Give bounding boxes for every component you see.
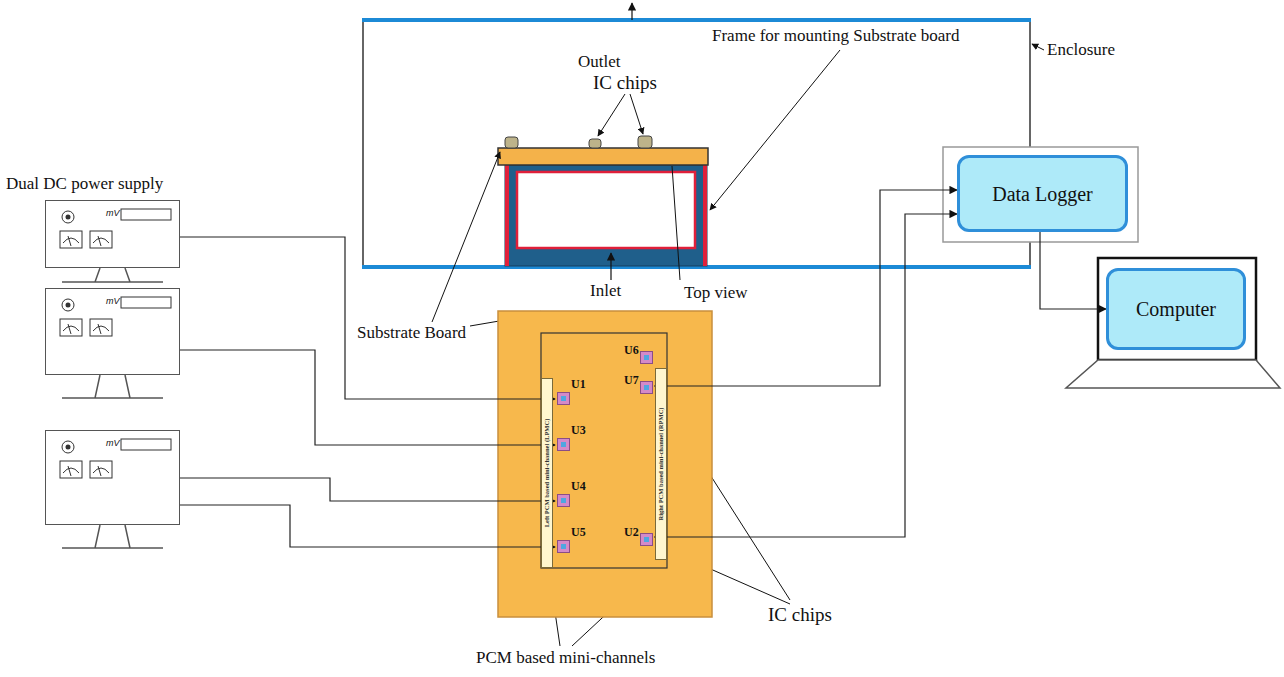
ic-chip: U7 bbox=[624, 372, 654, 398]
part-label: Substrate Board bbox=[357, 323, 466, 343]
part-label: Frame for mounting Substrate board bbox=[712, 26, 959, 46]
ic-chip bbox=[505, 137, 518, 148]
wire bbox=[180, 237, 555, 399]
enclosure bbox=[362, 20, 1031, 267]
channel-name: Left PCM based mini-channel (LPMC) bbox=[543, 419, 551, 528]
power-supply: Dual DC power supplymV bbox=[45, 200, 180, 268]
chip-id: U7 bbox=[624, 374, 639, 386]
ic-chip bbox=[589, 139, 601, 148]
chip-die bbox=[644, 537, 649, 542]
part-label: Inlet bbox=[590, 281, 621, 301]
display-unit: mV bbox=[106, 438, 120, 449]
box-label: Data Logger bbox=[992, 182, 1093, 205]
data-logger: Data Logger bbox=[957, 155, 1128, 232]
part-label: IC chips bbox=[593, 72, 657, 94]
chip-die bbox=[561, 442, 566, 447]
ic-chip: U2 bbox=[624, 524, 654, 550]
mounting-frame bbox=[505, 165, 707, 266]
computer-screen: Computer bbox=[1106, 268, 1246, 350]
chip-die bbox=[644, 355, 649, 360]
ic-chip: U3 bbox=[555, 424, 587, 454]
mini-channel: Left PCM based mini-channel (LPMC) bbox=[541, 378, 553, 568]
chip-id: U3 bbox=[571, 424, 586, 436]
wire bbox=[180, 505, 555, 547]
board-outline bbox=[541, 333, 667, 568]
chip-body bbox=[557, 494, 570, 507]
substrate-board-side bbox=[498, 148, 708, 165]
chip-id: U6 bbox=[624, 344, 639, 356]
wire bbox=[654, 214, 957, 537]
chip-body bbox=[557, 438, 570, 451]
mini-channel: Right PCM based mini-channel (RPMC) bbox=[655, 368, 667, 560]
ic-chip: U5 bbox=[555, 526, 587, 556]
laptop-screen bbox=[1098, 258, 1256, 360]
data-logger-case bbox=[943, 147, 1138, 242]
chip-id: U5 bbox=[571, 526, 586, 538]
part-label: Enclosure bbox=[1047, 40, 1115, 60]
frame-opening bbox=[517, 172, 695, 248]
chip-die bbox=[561, 544, 566, 549]
frame-edge bbox=[703, 165, 707, 266]
device-title: Dual DC power supply bbox=[6, 174, 163, 194]
outlet-arrow bbox=[631, 3, 632, 20]
view-label: Top view bbox=[684, 283, 748, 303]
ic-chip bbox=[638, 136, 652, 148]
display-unit: mV bbox=[106, 296, 120, 307]
chip-body bbox=[640, 533, 653, 546]
chip-body bbox=[557, 540, 570, 553]
chip-die bbox=[561, 396, 566, 401]
wire bbox=[1040, 232, 1106, 309]
chip-id: U4 bbox=[571, 480, 586, 492]
chip-body bbox=[557, 392, 570, 405]
frame-edge bbox=[505, 165, 509, 266]
leader-lines bbox=[432, 44, 1044, 646]
part-label: IC chips bbox=[768, 604, 832, 626]
wire bbox=[180, 478, 555, 501]
ic-chip: U1 bbox=[555, 378, 587, 408]
chip-body bbox=[640, 351, 653, 364]
chip-die bbox=[644, 385, 649, 390]
laptop-base bbox=[1066, 360, 1280, 388]
chip-id: U2 bbox=[624, 526, 639, 538]
chip-die bbox=[561, 498, 566, 503]
outlet-label: Outlet bbox=[578, 52, 621, 72]
part-label: PCM based mini-channels bbox=[476, 648, 655, 668]
ic-chip: U6 bbox=[624, 342, 654, 368]
inlet-arrow bbox=[610, 253, 611, 280]
box-label: Computer bbox=[1136, 298, 1216, 321]
power-supply: mV bbox=[45, 288, 180, 375]
power-supply: mV bbox=[45, 430, 180, 525]
channel-name: Right PCM based mini-channel (RPMC) bbox=[657, 407, 665, 520]
chip-body bbox=[640, 381, 653, 394]
wire bbox=[180, 350, 555, 445]
wire bbox=[654, 190, 957, 386]
display-unit: mV bbox=[106, 208, 120, 219]
chip-id: U1 bbox=[571, 378, 586, 390]
substrate-board bbox=[498, 311, 712, 617]
ic-chip: U4 bbox=[555, 480, 587, 510]
